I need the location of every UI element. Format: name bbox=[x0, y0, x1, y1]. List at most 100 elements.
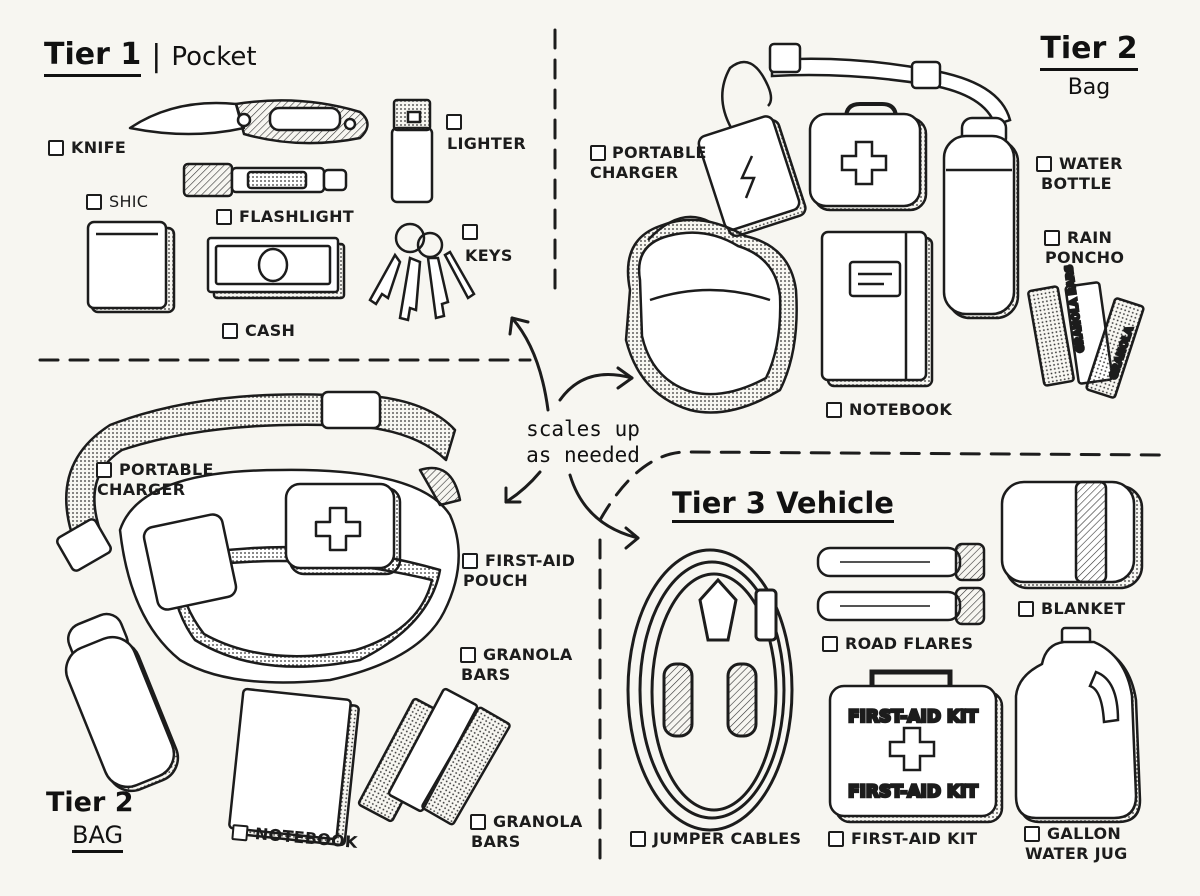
item-gallon-water-jug[interactable]: GALLON WATER JUG bbox=[1024, 824, 1128, 864]
tier2-top-title: Tier 2 bbox=[1040, 30, 1138, 71]
item-portable-charger[interactable]: PORTABLE CHARGER bbox=[590, 143, 707, 183]
item-cash[interactable]: CASH bbox=[222, 321, 295, 341]
notebook-icon bbox=[820, 230, 934, 388]
first-aid-pouch-checkbox[interactable] bbox=[462, 553, 478, 569]
item-jumper-cables[interactable]: JUMPER CABLES bbox=[630, 829, 801, 849]
water-jug-checkbox[interactable] bbox=[1024, 826, 1040, 842]
item-label: JUMPER CABLES bbox=[653, 829, 802, 848]
item-flashlight[interactable]: FLASHLIGHT bbox=[216, 207, 354, 227]
heading-divider: | bbox=[151, 38, 162, 74]
granola-bars-icon: GRANOLA BARS GRANOLA bbox=[1027, 263, 1145, 399]
tier1-title: Tier 1 bbox=[44, 36, 142, 77]
road-flares-checkbox[interactable] bbox=[822, 636, 838, 652]
tier2-bottom-subtitle: BAG bbox=[72, 820, 124, 853]
item-label: BARS bbox=[461, 665, 511, 684]
granola-bars-icon bbox=[357, 687, 511, 826]
item-label: FIRST-AID bbox=[485, 551, 576, 570]
item-label: GRANOLA bbox=[493, 812, 583, 831]
item-blanket[interactable]: BLANKET bbox=[1018, 599, 1126, 619]
tier2-top-heading: Tier 2 Bag bbox=[1030, 30, 1148, 105]
item-label: CHARGER bbox=[97, 480, 186, 499]
item-label: RAIN bbox=[1067, 228, 1113, 247]
cash-icon bbox=[206, 236, 346, 300]
item-label: BARS bbox=[471, 832, 521, 851]
item-label: NOTEBOOK bbox=[849, 400, 953, 419]
lighter-checkbox[interactable] bbox=[446, 114, 462, 130]
item-label: FIRST-AID KIT bbox=[851, 829, 978, 848]
keys-checkbox[interactable] bbox=[462, 224, 478, 240]
item-label: PORTABLE bbox=[612, 143, 707, 162]
item-shield[interactable]: SHIC bbox=[86, 192, 148, 212]
poncho-checkbox[interactable] bbox=[1044, 230, 1060, 246]
portable-charger-icon bbox=[697, 60, 807, 238]
item-notebook[interactable]: NOTEBOOK bbox=[826, 400, 952, 420]
item-road-flares[interactable]: ROAD FLARES bbox=[822, 634, 973, 654]
item-label: BOTTLE bbox=[1041, 174, 1112, 193]
item-knife[interactable]: KNIFE bbox=[48, 138, 126, 158]
item-granola-bars[interactable]: GRANOLA BARS bbox=[470, 812, 583, 852]
item-label: GALLON bbox=[1047, 824, 1122, 843]
knife-checkbox[interactable] bbox=[48, 140, 64, 156]
jumper-cables-icon bbox=[626, 548, 794, 832]
item-label: PONCHO bbox=[1045, 248, 1125, 267]
item-keys[interactable]: KEYS bbox=[462, 222, 513, 266]
blanket-icon bbox=[1000, 480, 1144, 590]
keys-icon bbox=[368, 222, 476, 322]
knife-icon bbox=[128, 99, 369, 145]
charger-checkbox[interactable] bbox=[96, 462, 112, 478]
first-aid-case-icon bbox=[808, 102, 928, 212]
water-bottle-icon bbox=[942, 116, 1020, 320]
item-label: LIGHTER bbox=[447, 134, 526, 153]
item-label: CASH bbox=[245, 321, 296, 340]
jumper-cables-checkbox[interactable] bbox=[630, 831, 646, 847]
item-water-bottle[interactable]: WATER BOTTLE bbox=[1036, 154, 1123, 194]
notebook-checkbox[interactable] bbox=[231, 824, 249, 842]
kit-label-bottom: FIRST-AID KIT bbox=[848, 782, 978, 802]
first-aid-kit-icon: FIRST-AID KIT FIRST-AID KIT bbox=[828, 669, 1004, 824]
tier2-top-subtitle: Bag bbox=[1067, 75, 1111, 100]
item-first-aid-pouch[interactable]: FIRST-AID POUCH bbox=[462, 551, 575, 591]
tier1-subtitle: Pocket bbox=[171, 41, 257, 72]
road-flares-icon bbox=[816, 542, 986, 626]
item-label: CHARGER bbox=[590, 163, 679, 182]
tier3-heading: Tier 3 Vehicle bbox=[672, 484, 894, 523]
item-label: FLASHLIGHT bbox=[239, 207, 355, 226]
flashlight-icon bbox=[182, 162, 348, 198]
item-label: WATER bbox=[1059, 154, 1123, 173]
note-line: scales up bbox=[526, 417, 640, 441]
first-aid-kit-checkbox[interactable] bbox=[828, 831, 844, 847]
tier2-bottom-title: Tier 2 bbox=[46, 787, 134, 818]
tier2-bottom-heading: Tier 2 BAG bbox=[46, 786, 134, 853]
rain-poncho-icon bbox=[624, 215, 798, 414]
item-lighter[interactable]: LIGHTER bbox=[446, 112, 526, 154]
note-line: as needed bbox=[526, 443, 640, 467]
water-bottle-icon bbox=[64, 612, 180, 793]
item-portable-charger[interactable]: PORTABLE CHARGER bbox=[96, 460, 214, 500]
tier1-heading: Tier 1 | Pocket bbox=[44, 36, 257, 77]
item-label: SHIC bbox=[109, 192, 149, 211]
cash-checkbox[interactable] bbox=[222, 323, 238, 339]
notebook-checkbox[interactable] bbox=[826, 402, 842, 418]
item-rain-poncho[interactable]: RAIN PONCHO bbox=[1044, 228, 1124, 268]
wallet-icon bbox=[86, 220, 176, 314]
charger-checkbox[interactable] bbox=[590, 145, 606, 161]
lighter-icon bbox=[390, 98, 434, 204]
water-bottle-checkbox[interactable] bbox=[1036, 156, 1052, 172]
blanket-checkbox[interactable] bbox=[1018, 601, 1034, 617]
granola-checkbox[interactable] bbox=[470, 814, 486, 830]
item-label: ROAD FLARES bbox=[845, 634, 974, 653]
item-granola-bars[interactable]: GRANOLA BARS bbox=[460, 645, 573, 685]
item-label: BLANKET bbox=[1041, 599, 1126, 618]
shield-checkbox[interactable] bbox=[86, 194, 102, 210]
item-first-aid-kit[interactable]: FIRST-AID KIT bbox=[828, 829, 977, 849]
flashlight-checkbox[interactable] bbox=[216, 209, 232, 225]
granola-checkbox[interactable] bbox=[460, 647, 476, 663]
kit-label-top: FIRST-AID KIT bbox=[848, 707, 978, 727]
tier3-title: Tier 3 Vehicle bbox=[672, 486, 894, 523]
divider-lines bbox=[38, 28, 1167, 862]
item-label: POUCH bbox=[463, 571, 528, 590]
scale-arrows bbox=[504, 316, 640, 550]
notebook-icon bbox=[228, 687, 360, 847]
water-jug-icon bbox=[1014, 626, 1142, 824]
